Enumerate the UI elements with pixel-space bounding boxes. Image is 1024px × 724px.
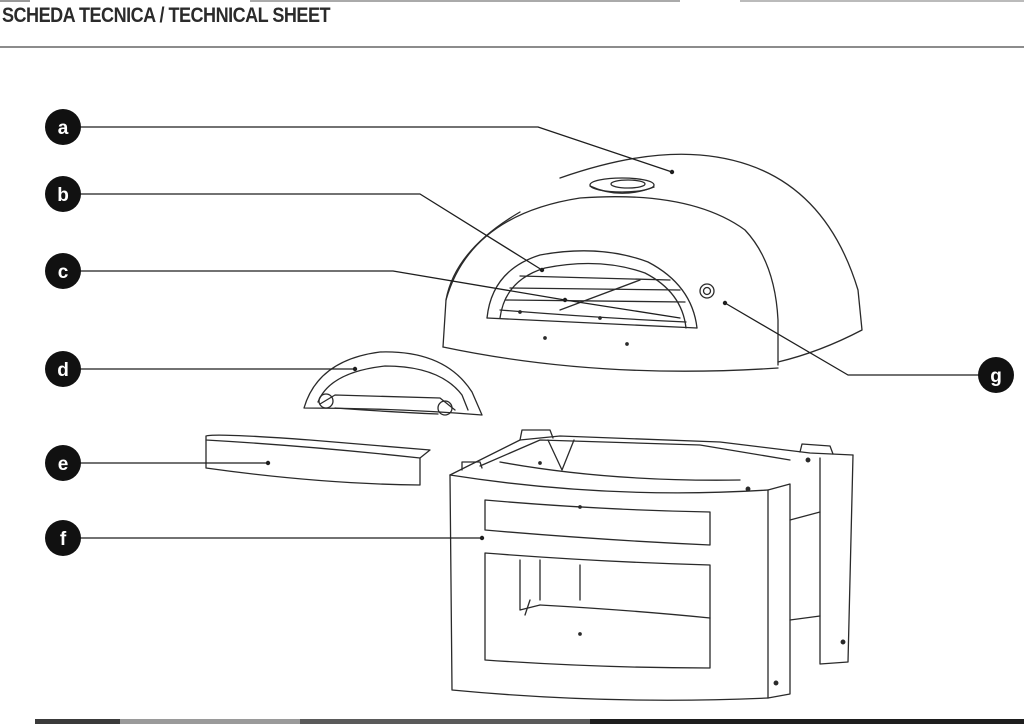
oven-dome-drawing [442,153,863,372]
callout-d: d [45,351,81,387]
callout-f: f [45,520,81,556]
callout-label-a: a [58,118,69,139]
leader-lines [79,126,981,539]
callout-badge [45,253,81,289]
oven-door-drawing [303,351,483,416]
oven-stand-drawing [449,429,854,701]
callout-label-e: e [58,454,69,475]
callout-c: c [45,253,81,289]
front-panel-drawing [205,434,431,486]
callout-badge [978,357,1014,393]
callout-label-b: b [57,185,69,206]
callout-badge [45,176,81,212]
header-divider [0,46,1024,48]
callout-g: g [978,357,1014,393]
callout-badge [45,109,81,145]
callout-badge [45,520,81,556]
callout-e: e [45,445,81,481]
callout-badge [45,351,81,387]
callout-label-c: c [58,262,69,283]
callout-badge [45,445,81,481]
top-edge-strip [0,0,1024,2]
leader-endpoints [265,169,728,541]
callout-label-g: g [990,366,1002,387]
callout-label-f: f [60,529,67,550]
callout-a: a [45,109,81,145]
callout-b: b [45,176,81,212]
bottom-edge-strip [0,719,1024,724]
page-title: SCHEDA TECNICA / TECHNICAL SHEET [2,4,331,27]
callout-label-d: d [57,360,69,381]
